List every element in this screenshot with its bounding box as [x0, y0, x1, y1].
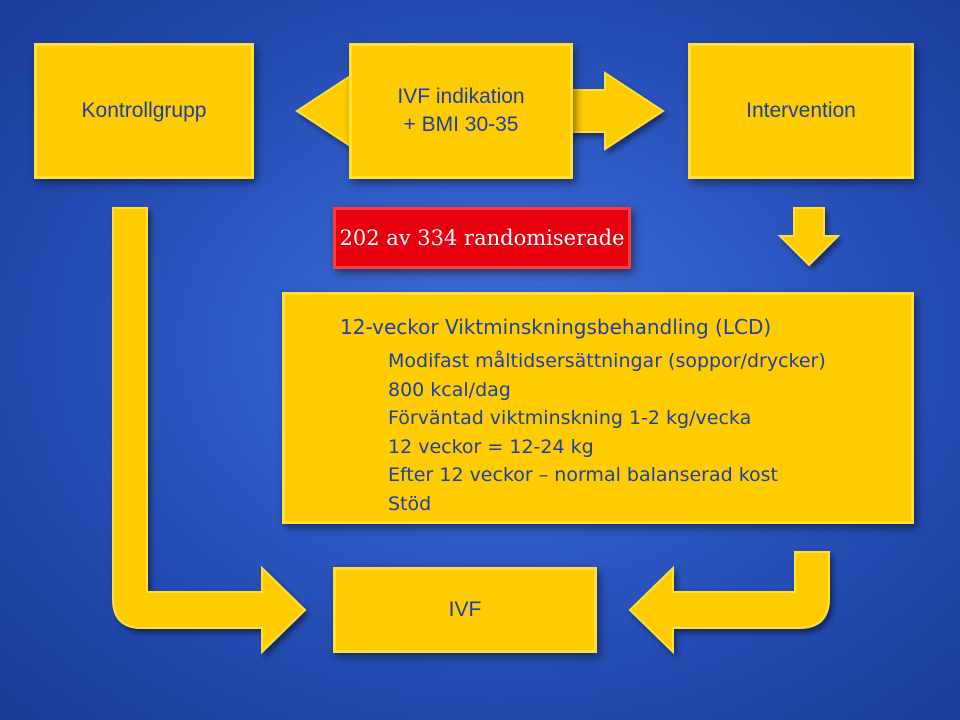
- down-arrow-intervention: [777, 207, 841, 267]
- right-curved-arrow: [628, 551, 830, 655]
- kontrollgrupp-box: Kontrollgrupp: [34, 43, 254, 179]
- intervention-label: Intervention: [746, 99, 856, 122]
- lcd-detail-line: Förväntad viktminskning 1-2 kg/vecka: [388, 407, 752, 429]
- lcd-detail-line: 800 kcal/dag: [388, 378, 511, 401]
- ivf-indikation-line2: + BMI 30-35: [403, 113, 519, 136]
- randomiserade-box: 202 av 334 randomiserade: [333, 207, 631, 269]
- lcd-detail-line: Modifast måltidsersättningar (soppor/dry…: [388, 350, 826, 372]
- randomiserade-label: 202 av 334 randomiserade: [339, 226, 625, 250]
- lcd-details-list: Modifast måltidsersättningar (soppor/dry…: [388, 347, 826, 518]
- lcd-detail-line: Efter 12 veckor – normal balanserad kost: [388, 464, 779, 486]
- lcd-detail-line: 12 veckor = 12-24 kg: [388, 435, 594, 458]
- lcd-title: 12-veckor Viktminskningsbehandling (LCD): [340, 315, 772, 339]
- lcd-treatment-box: 12-veckor Viktminskningsbehandling (LCD)…: [282, 292, 914, 524]
- kontrollgrupp-label: Kontrollgrupp: [81, 99, 207, 122]
- ivf-indikation-box: IVF indikation + BMI 30-35: [349, 43, 573, 179]
- intervention-box: Intervention: [688, 43, 914, 179]
- lcd-detail-line: Stöd: [388, 492, 432, 515]
- ivf-box: IVF: [333, 567, 597, 653]
- left-l-arrow: [112, 207, 307, 655]
- ivf-indikation-line1: IVF indikation: [397, 85, 525, 108]
- ivf-label: IVF: [448, 598, 482, 621]
